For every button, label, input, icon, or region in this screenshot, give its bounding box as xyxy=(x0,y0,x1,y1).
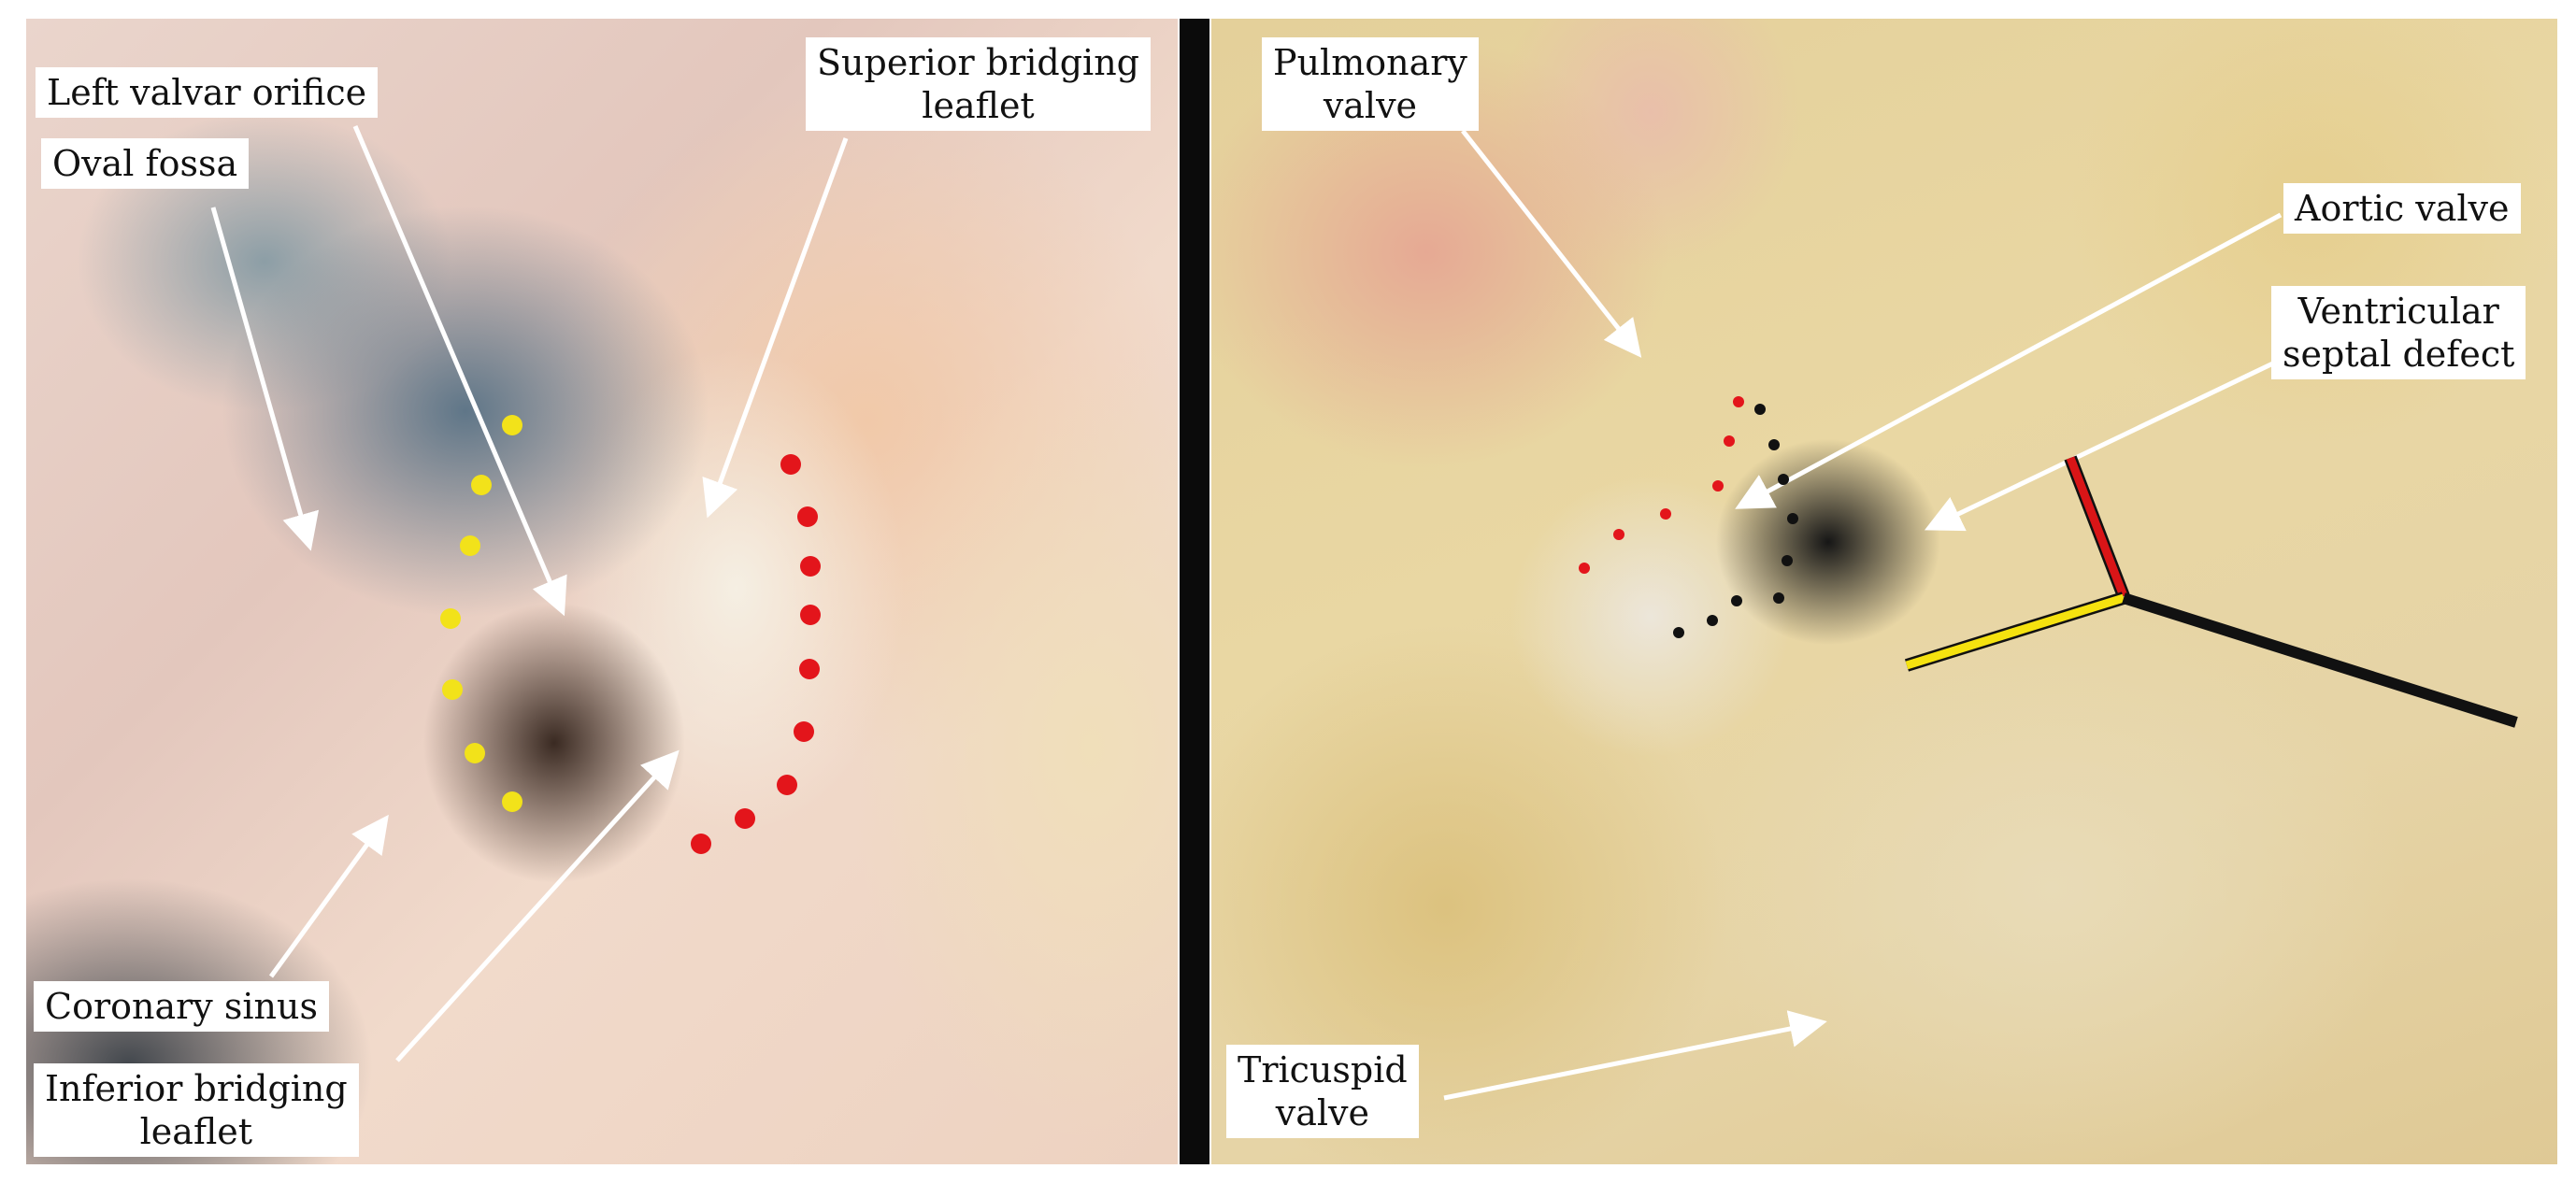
arrow-oval-fossa xyxy=(210,207,320,551)
yellow-dot xyxy=(502,415,522,435)
black-dot xyxy=(1782,555,1793,566)
red-dot xyxy=(691,834,711,854)
arrow-coronary-sinus xyxy=(268,814,389,978)
red-dot xyxy=(794,721,814,742)
label-inferior-bridging-leaflet: Inferior bridging leaflet xyxy=(34,1063,359,1157)
yellow-dot xyxy=(440,608,461,629)
label-aortic-valve: Aortic valve xyxy=(2283,183,2521,234)
red-dot xyxy=(797,506,818,527)
left-specimen-photo xyxy=(26,19,1178,1164)
arrow-tricuspid-valve xyxy=(1443,1010,1827,1101)
red-dot xyxy=(800,556,821,577)
label-left-valvar-orifice: Left valvar orifice xyxy=(36,67,379,118)
arrow-pulmonary-valve xyxy=(1461,129,1642,358)
black-dot xyxy=(1707,615,1718,626)
label-superior-bridging-leaflet: Superior bridging leaflet xyxy=(806,37,1152,131)
yellow-dot xyxy=(465,743,485,763)
arrow-superior-bridging-leaflet xyxy=(702,137,849,519)
red-dot xyxy=(777,775,797,795)
panel-divider xyxy=(1180,19,1209,1164)
label-coronary-sinus: Coronary sinus xyxy=(34,981,329,1032)
black-dot xyxy=(1754,404,1766,415)
yellow-dot-markers xyxy=(440,415,522,812)
arrow-aortic-valve xyxy=(1735,212,2283,509)
black-dot xyxy=(1731,595,1742,606)
red-limb-line-fill xyxy=(2066,456,2128,598)
arrow-left-valvar-orifice xyxy=(352,125,567,617)
red-dot xyxy=(800,605,821,625)
red-dot xyxy=(799,659,820,679)
yellow-dot xyxy=(442,679,463,700)
black-dot xyxy=(1778,474,1789,485)
yellow-dot xyxy=(460,535,480,556)
red-dot xyxy=(735,808,755,829)
yellow-dot xyxy=(502,791,522,812)
label-ventricular-septal-defect: Ventricular septal defect xyxy=(2271,286,2526,379)
red-dot xyxy=(1712,480,1724,492)
red-dot xyxy=(1613,529,1624,540)
label-tricuspid-valve: Tricuspid valve xyxy=(1226,1045,1419,1138)
black-limb-line xyxy=(2122,592,2518,728)
black-dot xyxy=(1768,439,1780,450)
yellow-limb-line-fill xyxy=(1905,593,2125,670)
red-dot xyxy=(1579,563,1590,574)
label-oval-fossa: Oval fossa xyxy=(41,138,250,189)
black-dot xyxy=(1773,592,1784,604)
arrow-ventricular-septal-defect xyxy=(1924,357,2283,532)
red-dot-markers-right xyxy=(1579,396,1744,574)
red-dot xyxy=(1660,508,1671,520)
red-dot xyxy=(780,454,801,475)
red-dot xyxy=(1724,435,1735,447)
red-dot xyxy=(1733,396,1744,407)
red-dot-markers-left xyxy=(691,454,821,854)
label-pulmonary-valve: Pulmonary valve xyxy=(1262,37,1479,131)
septal-limb-lines xyxy=(1904,455,2518,728)
black-dot-markers xyxy=(1673,404,1798,638)
arrow-inferior-bridging-leaflet xyxy=(395,749,680,1062)
black-dot xyxy=(1673,627,1684,638)
black-dot xyxy=(1787,513,1798,524)
yellow-dot xyxy=(471,475,492,495)
